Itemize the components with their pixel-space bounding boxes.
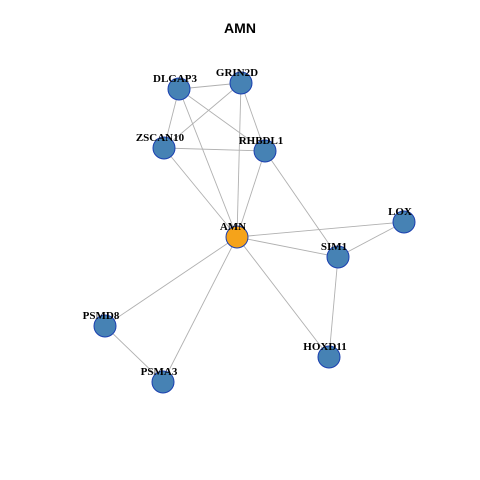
node-label-sim1: SIM1: [321, 241, 347, 253]
node-label-psmd8: PSMD8: [83, 310, 120, 322]
edge-grin2d-zscan10: [163, 82, 242, 149]
edge-amn-hoxd11: [236, 236, 330, 358]
node-grin2d[interactable]: [229, 71, 253, 95]
node-label-grin2d: GRIN2D: [216, 67, 258, 79]
node-label-zscan10: ZSCAN10: [136, 132, 185, 144]
edge-lox-sim1: [337, 221, 405, 258]
edge-rhbdl1-sim1: [264, 150, 339, 258]
node-label-lox: LOX: [388, 206, 412, 218]
node-lox[interactable]: [392, 210, 416, 234]
node-label-rhbdl1: RHBDL1: [239, 135, 284, 147]
node-rhbdl1[interactable]: [253, 139, 277, 163]
edge-zscan10-rhbdl1: [163, 147, 266, 152]
node-dlgap3[interactable]: [167, 77, 191, 101]
edge-amn-sim1: [236, 236, 339, 258]
node-psmd8[interactable]: [93, 314, 117, 338]
edge-layer: [104, 82, 405, 383]
node-label-hoxd11: HOXD11: [303, 341, 346, 353]
edge-amn-lox: [236, 221, 405, 238]
node-label-psma3: PSMA3: [141, 366, 178, 378]
node-label-dlgap3: DLGAP3: [153, 73, 198, 85]
edge-rhbdl1-amn: [236, 150, 266, 238]
edge-psmd8-psma3: [104, 325, 164, 383]
node-layer: [93, 71, 416, 394]
node-sim1[interactable]: [326, 245, 350, 269]
edge-grin2d-rhbdl1: [240, 82, 266, 152]
node-psma3[interactable]: [151, 370, 175, 394]
edge-dlgap3-rhbdl1: [178, 88, 266, 152]
node-zscan10[interactable]: [152, 136, 176, 160]
edge-sim1-hoxd11: [328, 256, 339, 358]
edge-dlgap3-amn: [178, 88, 238, 238]
node-amn[interactable]: [225, 225, 249, 249]
edge-zscan10-amn: [163, 147, 238, 238]
edge-grin2d-amn: [236, 82, 242, 238]
node-hoxd11[interactable]: [317, 345, 341, 369]
graph-title: AMN: [224, 20, 256, 36]
node-label-amn: AMN: [220, 221, 246, 233]
edge-amn-psmd8: [104, 236, 238, 327]
edge-amn-psma3: [162, 236, 238, 383]
